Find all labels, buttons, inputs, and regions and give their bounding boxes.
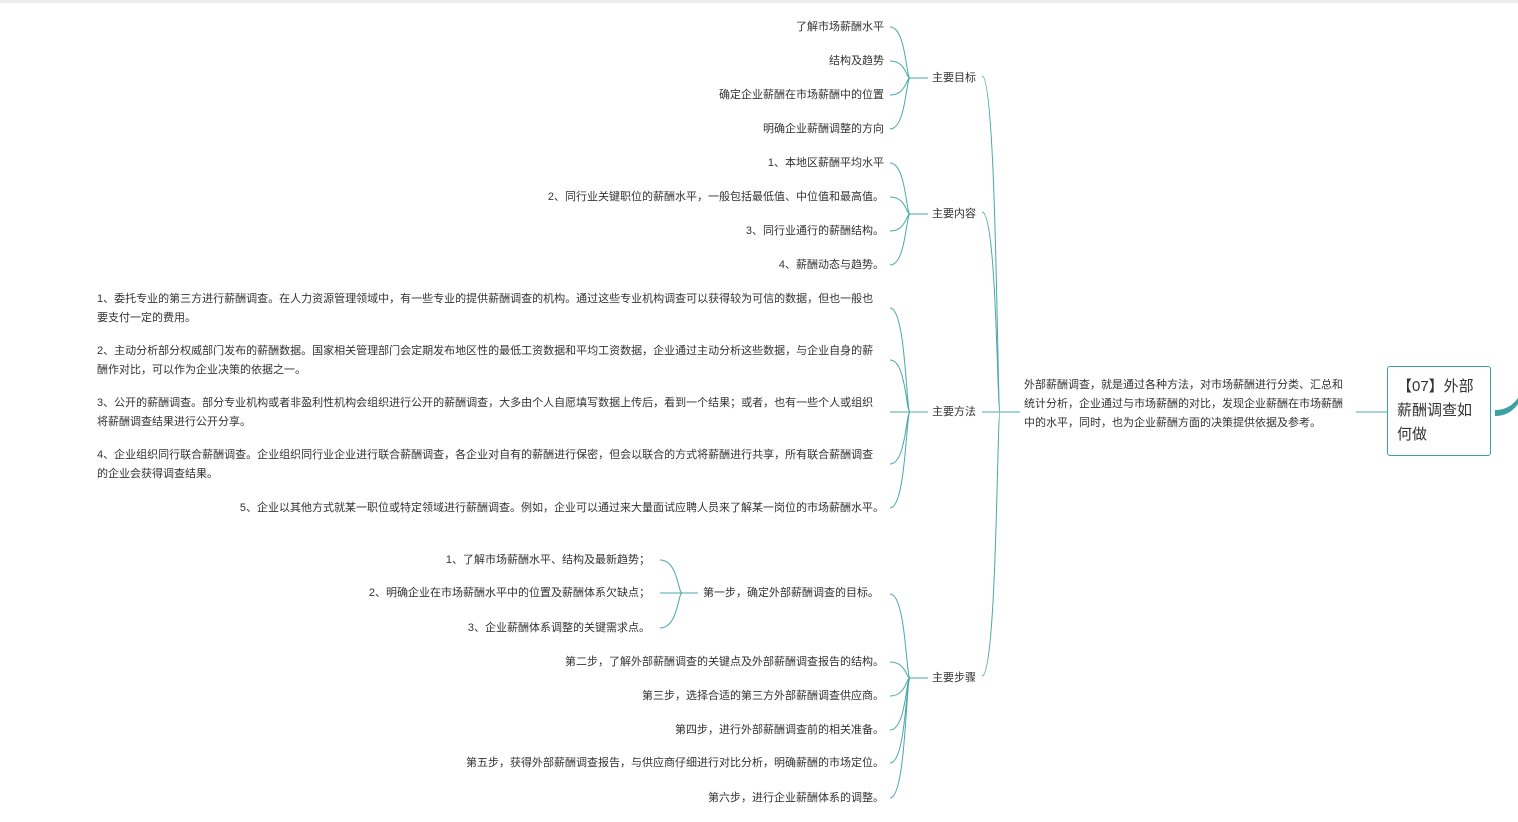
step-item[interactable]: 第五步，获得外部薪酬调查报告，与供应商仔细进行对比分析，明确薪酬的市场定位。 xyxy=(466,757,884,769)
method-item[interactable]: 2、主动分析部分权威部门发布的薪酬数据。国家相关管理部门会定期发布地区性的最低工… xyxy=(97,345,874,376)
goal-item[interactable]: 结构及趋势 xyxy=(829,55,884,67)
step-item-1[interactable]: 第一步，确定外部薪酬调查的目标。 xyxy=(703,587,879,599)
step-item[interactable]: 第三步，选择合适的第三方外部薪酬调查供应商。 xyxy=(642,690,884,702)
root-node[interactable]: 【07】外部薪酬调查如何做 xyxy=(1387,366,1491,456)
summary-node[interactable]: 外部薪酬调查，就是通过各种方法，对市场薪酬进行分类、汇总和统计分析，企业通过与市… xyxy=(1024,379,1343,429)
step1-sub-item[interactable]: 2、明确企业在市场薪酬水平中的位置及薪酬体系欠缺点； xyxy=(368,587,650,599)
branch-goals[interactable]: 主要目标 xyxy=(932,72,976,84)
step-item[interactable]: 第二步，了解外部薪酬调查的关键点及外部薪酬调查报告的结构。 xyxy=(565,656,884,668)
method-item[interactable]: 5、企业以其他方式就某一职位或特定领域进行薪酬调查。例如，企业可以通过来大量面试… xyxy=(239,502,884,514)
method-item[interactable]: 1、委托专业的第三方进行薪酬调查。在人力资源管理领域中，有一些专业的提供薪酬调查… xyxy=(97,293,874,324)
content-item[interactable]: 4、薪酬动态与趋势。 xyxy=(778,259,884,271)
content-item[interactable]: 3、同行业通行的薪酬结构。 xyxy=(745,225,884,237)
step-item[interactable]: 第六步，进行企业薪酬体系的调整。 xyxy=(708,792,884,804)
goal-item[interactable]: 确定企业薪酬在市场薪酬中的位置 xyxy=(719,89,884,101)
step1-sub-item[interactable]: 1、了解市场薪酬水平、结构及最新趋势； xyxy=(445,554,650,566)
step-item[interactable]: 第四步，进行外部薪酬调查前的相关准备。 xyxy=(675,724,884,736)
method-item[interactable]: 4、企业组织同行联合薪酬调查。企业组织同行业企业进行联合薪酬调查，各企业对自有的… xyxy=(97,449,874,480)
goal-item[interactable]: 了解市场薪酬水平 xyxy=(796,21,884,33)
branch-steps[interactable]: 主要步骤 xyxy=(932,672,976,684)
branch-content[interactable]: 主要内容 xyxy=(932,208,976,220)
step1-sub-item[interactable]: 3、企业薪酬体系调整的关键需求点。 xyxy=(467,622,650,634)
content-item[interactable]: 1、本地区薪酬平均水平 xyxy=(767,157,884,169)
content-item[interactable]: 2、同行业关键职位的薪酬水平，一般包括最低值、中位值和最高值。 xyxy=(547,191,884,203)
method-item[interactable]: 3、公开的薪酬调查。部分专业机构或者非盈利性机构会组织进行公开的薪酬调查，大多由… xyxy=(97,397,874,428)
goal-item[interactable]: 明确企业薪酬调整的方向 xyxy=(763,123,884,135)
top-border xyxy=(0,0,1518,3)
branch-methods[interactable]: 主要方法 xyxy=(932,406,976,418)
